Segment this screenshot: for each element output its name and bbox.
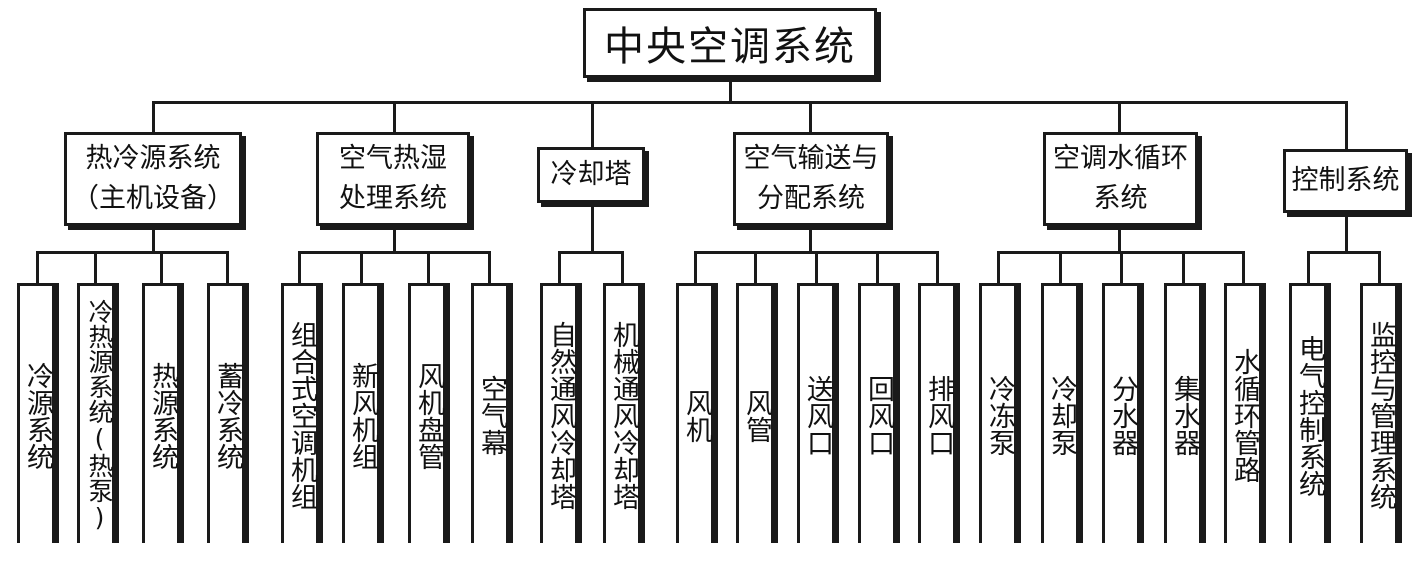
root-node: 中央空调系统	[583, 8, 877, 78]
leaf-label: 回风口	[863, 375, 894, 456]
leaf-label: 监控与管理系统	[1365, 321, 1396, 510]
category-label: 控制系统	[1291, 165, 1400, 196]
category-connector-line	[591, 101, 594, 149]
leaf-connector-line	[1182, 251, 1185, 284]
leaf-node: 冷冻泵	[979, 283, 1017, 543]
leaf-node: 热源系统	[142, 283, 180, 543]
leaf-node: 电气控制系统	[1289, 283, 1327, 543]
leaf-node: 风机盘管	[408, 283, 446, 543]
leaf-connector-line	[360, 251, 363, 284]
category-node-water-circulation: 空调水循环 系统	[1043, 132, 1198, 226]
leaf-connector-line	[1242, 251, 1245, 284]
leaf-connector-line	[558, 251, 561, 284]
leaf-node: 排风口	[918, 283, 956, 543]
category-down-line	[809, 226, 812, 254]
leaf-label: 热源系统	[147, 361, 178, 470]
leaf-connector-line	[488, 251, 491, 284]
leaf-connector-line	[226, 251, 229, 284]
leaf-node: 集水器	[1164, 283, 1202, 543]
leaf-bus-line	[1307, 251, 1381, 254]
leaf-connector-line	[997, 251, 1000, 284]
leaf-label: 水循环管路	[1229, 348, 1260, 483]
category-label: 冷却塔	[550, 159, 632, 190]
leaf-label: 冷却泵	[1046, 375, 1077, 456]
leaf-node: 冷源系统	[17, 283, 55, 543]
category-connector-line	[1118, 101, 1121, 133]
leaf-node: 组合式空调机组	[281, 283, 319, 543]
leaf-node: 监控与管理系统	[1360, 283, 1398, 543]
leaf-node: 冷却泵	[1041, 283, 1079, 543]
leaf-node: 自然通风冷却塔	[540, 283, 578, 543]
leaf-node: 蓄冷系统	[207, 283, 245, 543]
leaf-connector-line	[1378, 251, 1381, 284]
leaf-connector-line	[94, 251, 97, 284]
leaf-bus-line	[558, 251, 624, 254]
category-down-line	[591, 203, 594, 254]
leaf-bus-line	[298, 251, 491, 254]
category-node-heat-cold-source: 热冷源系统 （主机设备）	[64, 132, 242, 226]
leaf-connector-line	[1120, 251, 1123, 284]
category-connector-line	[809, 101, 812, 133]
root-label: 中央空调系统	[604, 24, 856, 70]
leaf-connector-line	[936, 251, 939, 284]
category-node-cooling-tower: 冷却塔	[537, 147, 645, 203]
leaf-node: 风机	[676, 283, 714, 543]
leaf-label: 风机	[681, 388, 712, 443]
category-label: 热冷源系统 （主机设备）	[72, 143, 234, 214]
leaf-node: 机械通风冷却塔	[603, 283, 641, 543]
leaf-label: 冷源系统	[22, 361, 53, 470]
leaf-connector-line	[36, 251, 39, 284]
leaf-node: 空气幕	[471, 283, 509, 543]
leaf-connector-line	[1059, 251, 1062, 284]
category-down-line	[1118, 226, 1121, 254]
leaf-label: 新风机组	[347, 361, 378, 470]
root-connector-line	[729, 78, 732, 103]
leaf-label: 冷冻泵	[984, 375, 1015, 456]
category-down-line	[152, 226, 155, 254]
leaf-connector-line	[815, 251, 818, 284]
leaf-connector-line	[694, 251, 697, 284]
category-node-air-treatment: 空气热湿 处理系统	[316, 132, 470, 226]
leaf-node: 冷热源系统(热泵)	[77, 283, 115, 543]
category-down-line	[1345, 213, 1348, 254]
category-node-air-distribution: 空气输送与 分配系统	[733, 132, 889, 226]
leaf-label: 风管	[741, 388, 772, 443]
category-connector-line	[152, 101, 155, 133]
leaf-node: 送风口	[797, 283, 835, 543]
leaf-label: 冷热源系统(热泵)	[85, 299, 114, 532]
leaf-bus-line	[36, 251, 229, 254]
leaf-label: 集水器	[1169, 375, 1200, 456]
leaf-node: 风管	[736, 283, 774, 543]
category-label: 空气热湿 处理系统	[339, 143, 447, 214]
leaf-connector-line	[1307, 251, 1310, 284]
leaf-label: 电气控制系统	[1294, 334, 1325, 497]
leaf-label: 自然通风冷却塔	[545, 321, 576, 510]
leaf-label: 送风口	[802, 375, 833, 456]
leaf-label: 蓄冷系统	[212, 361, 243, 470]
leaf-connector-line	[754, 251, 757, 284]
leaf-label: 空气幕	[476, 375, 507, 456]
leaf-node: 新风机组	[342, 283, 380, 543]
category-node-control: 控制系统	[1283, 149, 1408, 213]
leaf-connector-line	[298, 251, 301, 284]
leaf-label: 组合式空调机组	[286, 321, 317, 510]
leaf-node: 水循环管路	[1224, 283, 1262, 543]
leaf-label: 排风口	[923, 375, 954, 456]
leaf-label: 分水器	[1107, 375, 1138, 456]
leaf-connector-line	[876, 251, 879, 284]
leaf-node: 分水器	[1102, 283, 1140, 543]
leaf-label: 风机盘管	[413, 361, 444, 470]
leaf-connector-line	[621, 251, 624, 284]
category-label: 空气输送与 分配系统	[743, 143, 879, 214]
level1-bus-line	[152, 101, 1348, 104]
category-label: 空调水循环 系统	[1053, 143, 1188, 214]
category-connector-line	[393, 101, 396, 133]
leaf-connector-line	[427, 251, 430, 284]
category-connector-line	[1345, 101, 1348, 151]
leaf-label: 机械通风冷却塔	[608, 321, 639, 510]
leaf-connector-line	[160, 251, 163, 284]
category-down-line	[393, 226, 396, 254]
leaf-node: 回风口	[858, 283, 896, 543]
